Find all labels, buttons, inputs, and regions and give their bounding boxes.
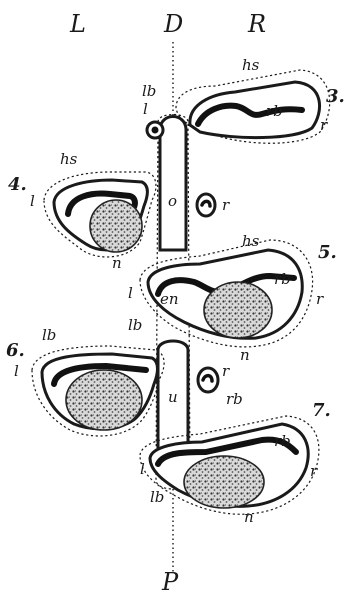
label-rb-segment-5: rb [274, 270, 291, 288]
orientation-right: R [247, 10, 266, 38]
segment-number-5: 5. [318, 242, 337, 263]
segment-number-7: 7. [312, 400, 331, 421]
nucleus-segment-7 [184, 456, 264, 508]
label-lb-segment-6: lb [42, 326, 56, 344]
label-hs-segment-4: hs [60, 150, 78, 168]
label-l-segment-3: l [143, 100, 148, 118]
label-n-segment-4: n [112, 254, 122, 272]
label-lb-segment-7: lb [150, 488, 164, 506]
nucleus-segment-6 [66, 370, 142, 430]
label-l-segment-6: l [14, 362, 19, 380]
label-en: en [160, 290, 179, 308]
orientation-posterior: P [161, 568, 179, 596]
left-bud-core-segment-3 [152, 127, 159, 134]
segment-4 [44, 172, 215, 257]
orientation-left: L [69, 10, 86, 38]
orientation-dorsal: D [163, 10, 183, 38]
label-u: u [168, 388, 178, 406]
right-bud-segment-4 [197, 194, 215, 216]
label-l-segment-5: l [128, 284, 133, 302]
label-rb-segment-7: rb [274, 432, 291, 450]
segment-number-3: 3. [326, 86, 345, 107]
label-r-segment-4: r [222, 196, 230, 214]
label-l-segment-4: l [30, 192, 35, 210]
segment-number-4: 4. [8, 174, 27, 195]
label-r-segment-7: r [310, 462, 318, 480]
right-bud-segment-6 [198, 368, 218, 392]
label-hs-segment-5: hs [242, 232, 260, 250]
label-lb-segment-5: lb [128, 316, 142, 334]
label-l-segment-7: l [140, 460, 145, 478]
label-n-segment-5: n [240, 346, 250, 364]
label-r-segment-3: r [320, 116, 328, 134]
label-rb-segment-6: rb [226, 390, 243, 408]
label-o: o [168, 192, 177, 210]
nucleus-segment-4 [90, 200, 142, 252]
label-r-segment-6: r [222, 362, 230, 380]
nucleus-segment-5 [204, 282, 272, 338]
segment-number-6: 6. [6, 340, 25, 361]
label-hs-segment-3: hs [242, 56, 260, 74]
label-n-segment-7: n [244, 508, 254, 526]
label-lb-segment-3: lb [142, 82, 156, 100]
label-rb-segment-3: rb [266, 102, 283, 120]
label-r-segment-5: r [316, 290, 324, 308]
